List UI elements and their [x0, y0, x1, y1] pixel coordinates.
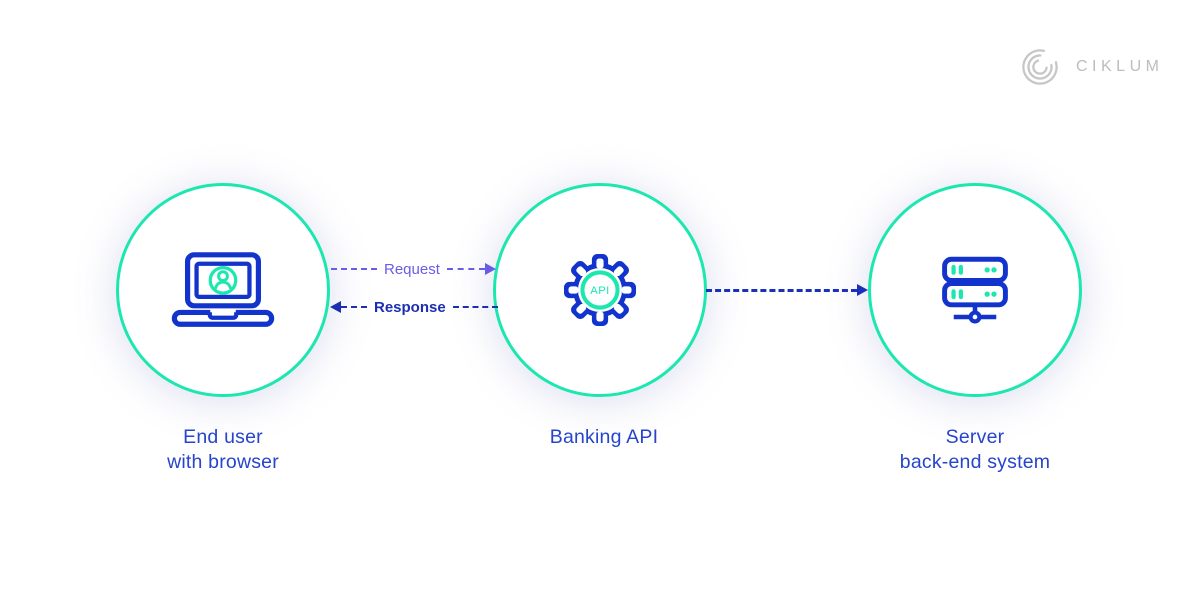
response-dashed-line-left [341, 306, 367, 308]
network-node-dot [968, 310, 982, 324]
node-banking-api-circle: API [493, 183, 707, 397]
arrowhead-left-icon [330, 301, 341, 313]
request-arrow: Request [331, 259, 496, 279]
api-to-server-arrow [706, 281, 868, 299]
request-dashed-line-left [331, 268, 377, 270]
end-user-label-line1: End user [183, 426, 263, 448]
node-end-user-circle [116, 183, 330, 397]
server-icon [942, 256, 1008, 324]
gear-api-icon: API [564, 254, 636, 326]
response-dashed-line-right [452, 306, 498, 308]
server-label-line1: Server [945, 426, 1005, 448]
banking-api-label-line1: Banking API [549, 426, 659, 448]
server-lights [951, 264, 997, 300]
ciklum-brand-text: CIKLUM [1076, 58, 1164, 75]
laptop-user-icon [171, 251, 275, 327]
banking-api-label: Banking API [444, 425, 764, 450]
arrowhead-right-icon [485, 263, 496, 275]
ciklum-logo: CIKLUM [1019, 46, 1163, 88]
end-user-label: End user with browser [63, 425, 383, 474]
server-label-line2: back-end system [899, 450, 1051, 473]
ciklum-logo-icon [1022, 49, 1058, 85]
server-label: Server back-end system [815, 425, 1135, 474]
node-server-circle [868, 183, 1082, 397]
response-arrow: Response [330, 297, 498, 317]
request-dashed-line-right [446, 268, 485, 270]
response-label: Response [374, 298, 446, 316]
api-server-dashed-line [706, 288, 857, 292]
end-user-label-line2: with browser [167, 450, 279, 473]
request-label: Request [384, 260, 440, 278]
user-avatar-icon [208, 265, 238, 295]
arrowhead-right-icon [857, 284, 868, 296]
api-icon-text: API [590, 285, 609, 297]
